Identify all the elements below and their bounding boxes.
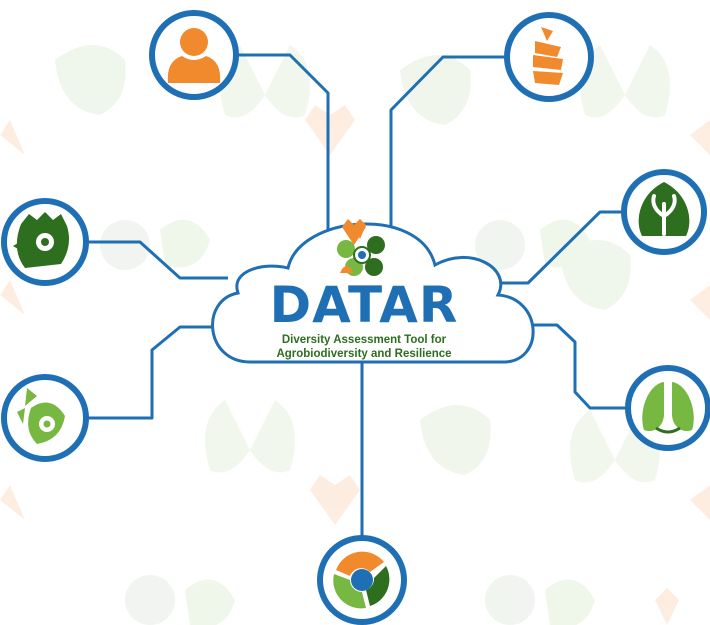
connector-lines xyxy=(85,53,630,545)
datar-cloud xyxy=(211,222,535,364)
node-leaf xyxy=(621,169,707,255)
diagram-subtitle-line1: Diversity Assessment Tool for xyxy=(282,334,447,346)
lungs-icon xyxy=(642,382,694,434)
node-chicken xyxy=(1,198,89,286)
connector-person xyxy=(230,53,330,232)
node-person xyxy=(149,10,239,100)
node-fish xyxy=(1,374,89,462)
cycle-icon xyxy=(333,551,390,609)
leaf-icon xyxy=(638,182,690,236)
diagram-subtitle-line2: Agrobiodiversity and Resilience xyxy=(276,348,451,360)
person-icon xyxy=(167,28,221,83)
fish-icon xyxy=(17,388,65,444)
node-cycle xyxy=(317,535,407,625)
node-lungs xyxy=(625,365,710,451)
background-pattern xyxy=(0,45,710,625)
diagram-title: DATAR xyxy=(270,276,459,334)
datar-logo-cluster xyxy=(337,219,385,276)
grain-stack-icon xyxy=(533,27,563,85)
connector-lungs xyxy=(530,323,630,410)
chicken-icon xyxy=(13,212,69,268)
connector-fish xyxy=(85,325,213,420)
connector-grain xyxy=(389,55,507,232)
connector-chicken xyxy=(85,240,228,280)
connector-leaf xyxy=(490,210,626,285)
node-grain xyxy=(504,12,594,102)
